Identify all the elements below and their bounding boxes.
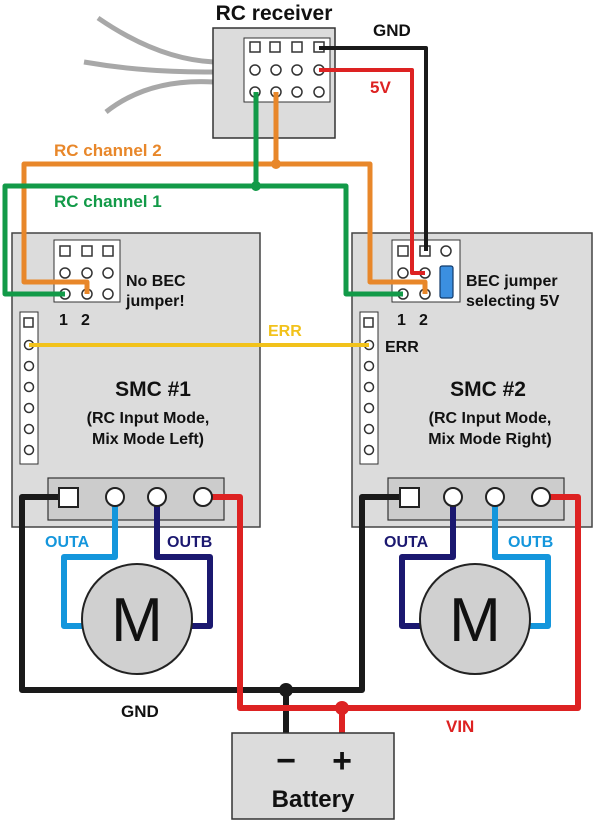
rc-channel-2-wire: [21, 92, 279, 294]
receiver-pin: [313, 86, 325, 98]
receiver-pin: [270, 64, 282, 76]
smc2-terminal-outa: [443, 487, 463, 507]
smc2-terminal-gnd: [399, 487, 420, 508]
receiver-gnd-wire: [319, 46, 428, 251]
smc1-title: SMC #1: [115, 378, 191, 401]
battery-label: Battery: [272, 786, 355, 813]
receiver-gnd-label: GND: [373, 21, 411, 40]
receiver-pin: [291, 64, 303, 76]
smc1-mode-line2: Mix Mode Left): [92, 431, 204, 448]
smc1-terminal-vin: [193, 487, 213, 507]
motor-1: [81, 563, 193, 675]
smc1-pin: [59, 267, 71, 279]
smc2-pin: [397, 267, 409, 279]
smc1-pin2-label: 2: [81, 312, 90, 329]
gnd-wire: [19, 494, 407, 693]
smc1-outa-label: OUTA: [45, 534, 90, 551]
receiver-pin: [291, 86, 303, 98]
antenna-wire-1: [96, 15, 215, 65]
smc1-pin: [102, 288, 114, 300]
rc-channel-1-wire-b: [256, 183, 403, 297]
side-pins: [23, 317, 375, 456]
smc2-note-line2: selecting 5V: [466, 293, 560, 310]
antenna-wire-3: [104, 79, 215, 114]
err-label: ERR: [268, 323, 302, 340]
vin-junction: [335, 701, 349, 715]
rc-channel-1-wire: [2, 92, 259, 297]
smc2-pin1-label: 1: [397, 312, 406, 329]
smc1-terminal-outa: [105, 487, 125, 507]
battery: [231, 732, 395, 820]
rc-channel-2-wire-b: [276, 161, 428, 294]
battery-minus: −: [276, 742, 296, 780]
smc1-pin1-label: 1: [59, 312, 68, 329]
motor-2-symbol: M: [449, 586, 501, 655]
gnd-label: GND: [121, 702, 159, 721]
rc-channel-1-label: RC channel 1: [54, 192, 162, 211]
channel-2-junction: [271, 159, 281, 169]
smc1-outb-wire: [154, 497, 213, 629]
bec-jumper: [439, 265, 454, 299]
smc1-pin: [102, 245, 114, 257]
smc1-note-line1: No BEC: [126, 273, 186, 290]
smc1-pin: [81, 267, 93, 279]
smc1-mode-line1: (RC Input Mode,: [87, 410, 210, 427]
smc2-pin: [440, 245, 452, 257]
smc1-terminal-gnd: [58, 487, 79, 508]
smc1-pin: [102, 267, 114, 279]
motor-1-symbol: M: [111, 586, 163, 655]
smc1-terminal-outb: [147, 487, 167, 507]
smc1-pin: [59, 245, 71, 257]
receiver-pin: [249, 64, 261, 76]
receiver-title: RC receiver: [216, 2, 333, 25]
gnd-junction: [279, 683, 293, 697]
channel-1-junction: [251, 181, 261, 191]
smc2-terminal-vin: [531, 487, 551, 507]
receiver-5v-label: 5V: [370, 78, 391, 97]
smc1-outb-label: OUTB: [167, 534, 212, 551]
smc2-mode-line1: (RC Input Mode,: [429, 410, 552, 427]
smc2-outb-wire: [492, 497, 551, 629]
receiver-5v-wire: [319, 68, 425, 275]
smc1-pin: [81, 245, 93, 257]
receiver-pin: [249, 41, 261, 53]
smc2-title: SMC #2: [450, 378, 526, 401]
smc1-note-line2: jumper!: [125, 293, 185, 310]
smc2-terminal-outb: [485, 487, 505, 507]
smc2-outb-label: OUTB: [508, 534, 553, 551]
receiver-pin: [269, 41, 281, 53]
rc-channel-2-label: RC channel 2: [54, 141, 162, 160]
vin-label: VIN: [446, 717, 474, 736]
smc2-err-label: ERR: [385, 339, 419, 356]
vin-wire: [207, 494, 581, 711]
smc2-pin2-label: 2: [419, 312, 428, 329]
smc2-outa-wire: [399, 497, 456, 629]
antenna-wire-2: [83, 59, 215, 75]
smc2-outa-label: OUTA: [384, 534, 429, 551]
receiver-pin: [291, 41, 303, 53]
smc2-mode-line2: Mix Mode Right): [428, 431, 552, 448]
smc1-outa-wire: [61, 497, 118, 629]
battery-plus: +: [332, 742, 352, 780]
smc2-pin: [397, 245, 409, 257]
motor-2: [419, 563, 531, 675]
smc2-note-line1: BEC jumper: [466, 273, 558, 290]
